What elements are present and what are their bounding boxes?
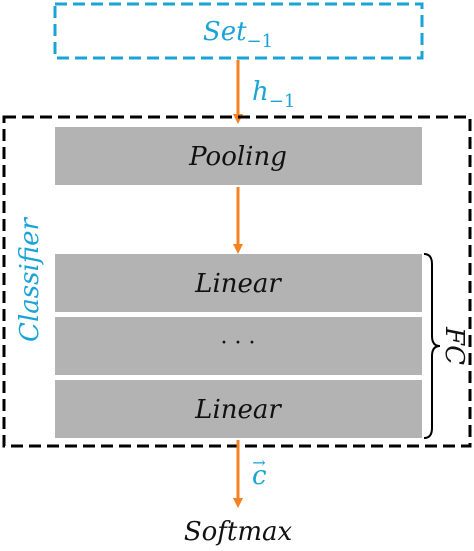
pooling-label: Pooling xyxy=(188,142,287,172)
pooling-block xyxy=(55,127,422,185)
linear-block-1 xyxy=(55,254,422,312)
fc-label: FC xyxy=(439,326,469,365)
ellipsis-label: · · · xyxy=(221,331,256,356)
classifier-label: Classifier xyxy=(15,216,45,341)
softmax-label: Softmax xyxy=(184,517,293,547)
fc-brace xyxy=(423,253,441,439)
linear-label-1: Linear xyxy=(194,269,282,299)
edge-c-label: c xyxy=(252,461,267,491)
edge-h-label: h−1 xyxy=(252,77,295,112)
linear-label-2: Linear xyxy=(194,395,282,425)
linear-block-2 xyxy=(55,380,422,438)
edge-c-vector-mark: → xyxy=(252,453,265,472)
input-set-box xyxy=(53,2,424,60)
ellipsis-block xyxy=(55,317,422,375)
input-set-label: Set−1 xyxy=(203,17,273,52)
